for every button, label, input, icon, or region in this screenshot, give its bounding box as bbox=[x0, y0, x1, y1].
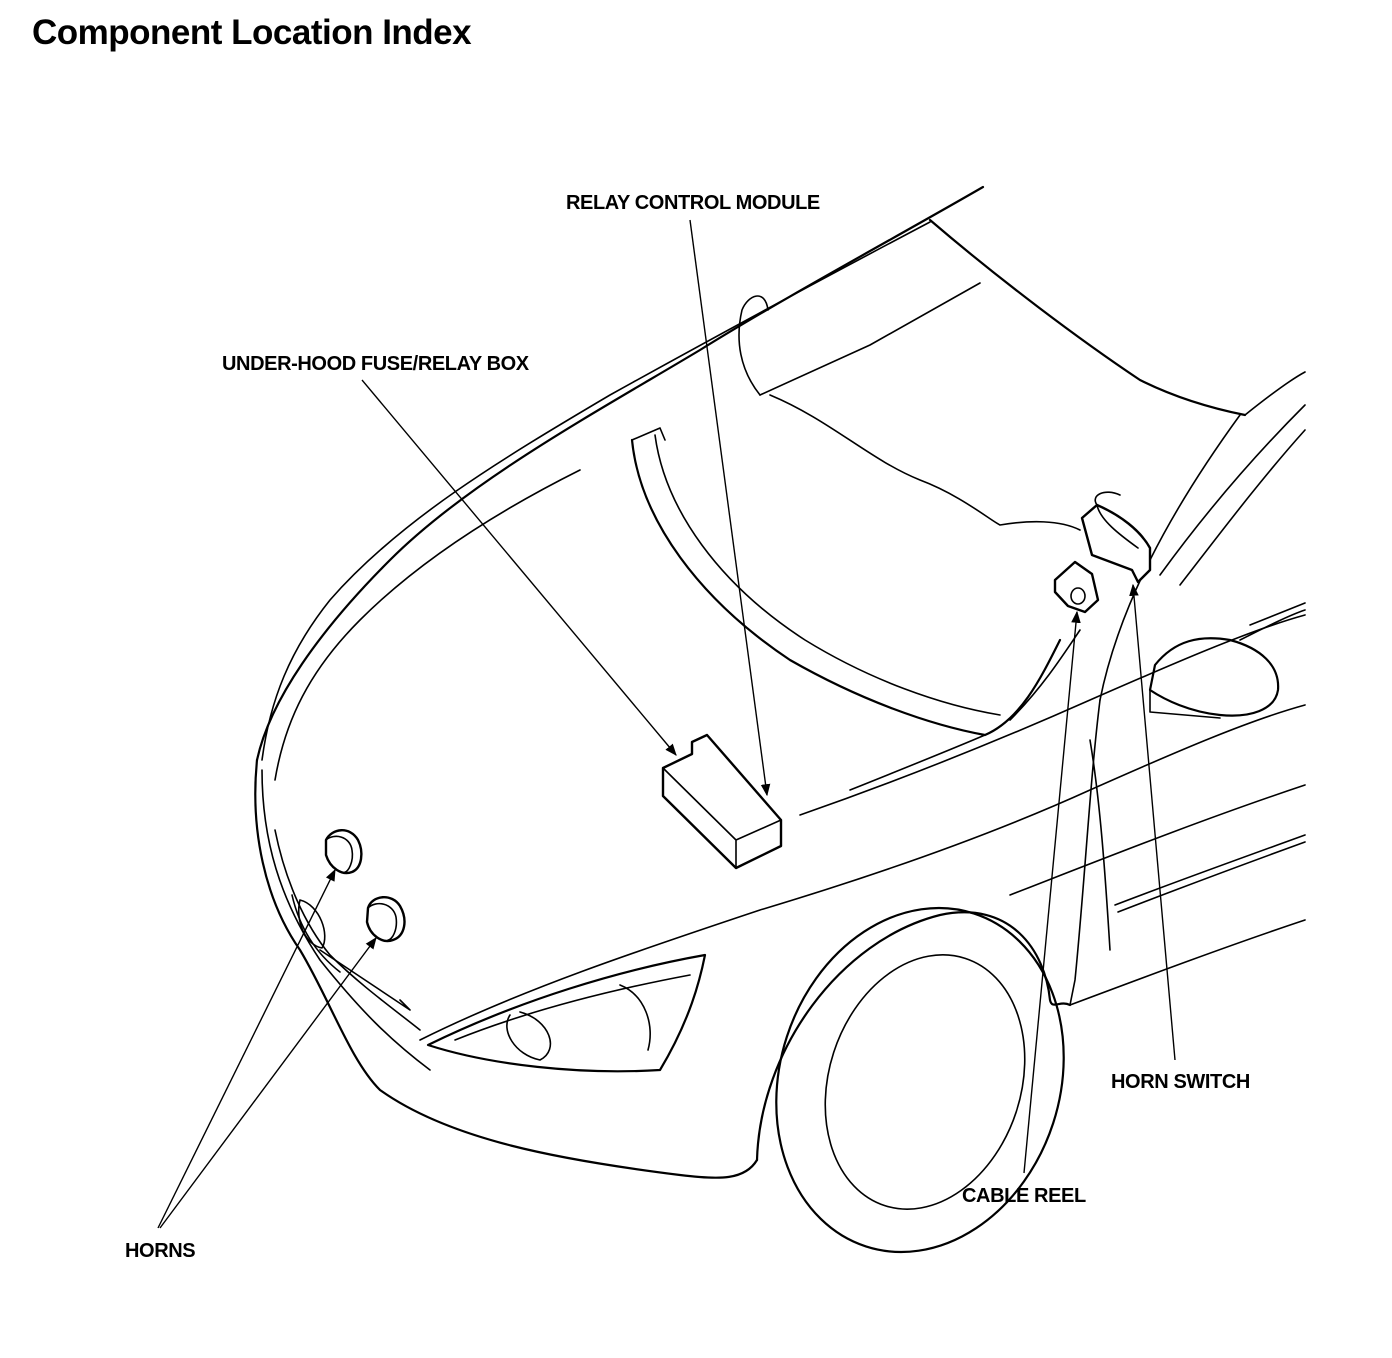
wheel-arch bbox=[755, 911, 1072, 1162]
hood-crease-line bbox=[261, 221, 931, 761]
side-mirror bbox=[1148, 637, 1280, 717]
door-window-lines bbox=[1239, 602, 1306, 641]
windshield-base bbox=[630, 438, 1062, 737]
leader-under-hood-fuse-relay-box bbox=[361, 379, 677, 756]
leader-relay-control-module bbox=[689, 219, 771, 797]
door-cut-inner bbox=[1089, 739, 1111, 951]
rocker-line bbox=[1069, 919, 1306, 1006]
grille-inner bbox=[291, 894, 341, 973]
windshield-wiper-area bbox=[769, 394, 1081, 531]
label-under-hood-fuse-relay-box: UNDER-HOOD FUSE/RELAY BOX bbox=[222, 353, 529, 375]
horn-lower-face bbox=[367, 902, 398, 941]
headlight-reflector-2 bbox=[619, 984, 651, 1051]
component-fuse-relay-box bbox=[661, 733, 783, 870]
component-horn-switch bbox=[1080, 491, 1152, 584]
hood-side-line bbox=[1009, 629, 1081, 721]
headlight-inner bbox=[454, 974, 691, 1041]
front-tire bbox=[775, 906, 1065, 1254]
leader-horn-upper bbox=[157, 868, 336, 1229]
steering-column-outline bbox=[1094, 491, 1121, 506]
leader-lines bbox=[157, 219, 1176, 1229]
door-frame bbox=[1159, 404, 1306, 586]
door-cut-line bbox=[1069, 699, 1101, 1006]
cable-reel-shape bbox=[1053, 560, 1100, 614]
a-pillar-left bbox=[928, 218, 1247, 417]
leader-horn-switch bbox=[1129, 583, 1176, 1061]
body-side-line-lower bbox=[1009, 784, 1306, 896]
label-horn-switch: HORN SWITCH bbox=[1111, 1071, 1250, 1093]
windshield-reflection bbox=[759, 282, 981, 396]
label-relay-control-module: RELAY CONTROL MODULE bbox=[566, 192, 820, 214]
body-shoulder-line bbox=[799, 614, 1306, 816]
lower-intake bbox=[319, 949, 411, 1011]
label-horns: HORNS bbox=[125, 1240, 196, 1262]
fuse-box-edge bbox=[662, 767, 782, 869]
fuse-box-shape bbox=[661, 733, 783, 870]
mirror-base bbox=[1149, 689, 1221, 719]
headlight-outline bbox=[426, 953, 707, 1073]
component-horns bbox=[324, 829, 406, 943]
horn-lower bbox=[365, 896, 406, 943]
grille-opening bbox=[274, 829, 421, 1031]
hood-front-edge bbox=[255, 185, 985, 762]
leader-horn-lower bbox=[159, 937, 377, 1229]
horn-upper bbox=[324, 829, 363, 875]
car-body-outline bbox=[254, 185, 1306, 1254]
page-title: Component Location Index bbox=[32, 13, 472, 52]
hood-rear-edge bbox=[738, 295, 769, 396]
bumper-lower-lip bbox=[261, 769, 431, 1071]
leader-cable-reel bbox=[1023, 610, 1081, 1174]
headlight-reflector bbox=[506, 1011, 552, 1061]
windshield-base-inner bbox=[654, 434, 1001, 716]
label-cable-reel: CABLE REEL bbox=[962, 1185, 1086, 1207]
side-molding bbox=[1114, 834, 1306, 913]
hood-shut-line bbox=[849, 734, 986, 791]
front-rim bbox=[824, 954, 1026, 1210]
cable-reel-hub bbox=[1070, 587, 1086, 605]
hood-left-curve bbox=[274, 469, 581, 781]
front-bumper-profile bbox=[254, 758, 759, 1179]
fender-top-line bbox=[419, 704, 1306, 1041]
horn-upper-face bbox=[325, 835, 354, 873]
component-cable-reel bbox=[1053, 560, 1100, 614]
roof-line bbox=[1244, 371, 1306, 416]
horn-switch-shape bbox=[1080, 503, 1152, 584]
horn-switch-edge bbox=[1081, 504, 1139, 556]
cowl-left bbox=[631, 427, 666, 441]
